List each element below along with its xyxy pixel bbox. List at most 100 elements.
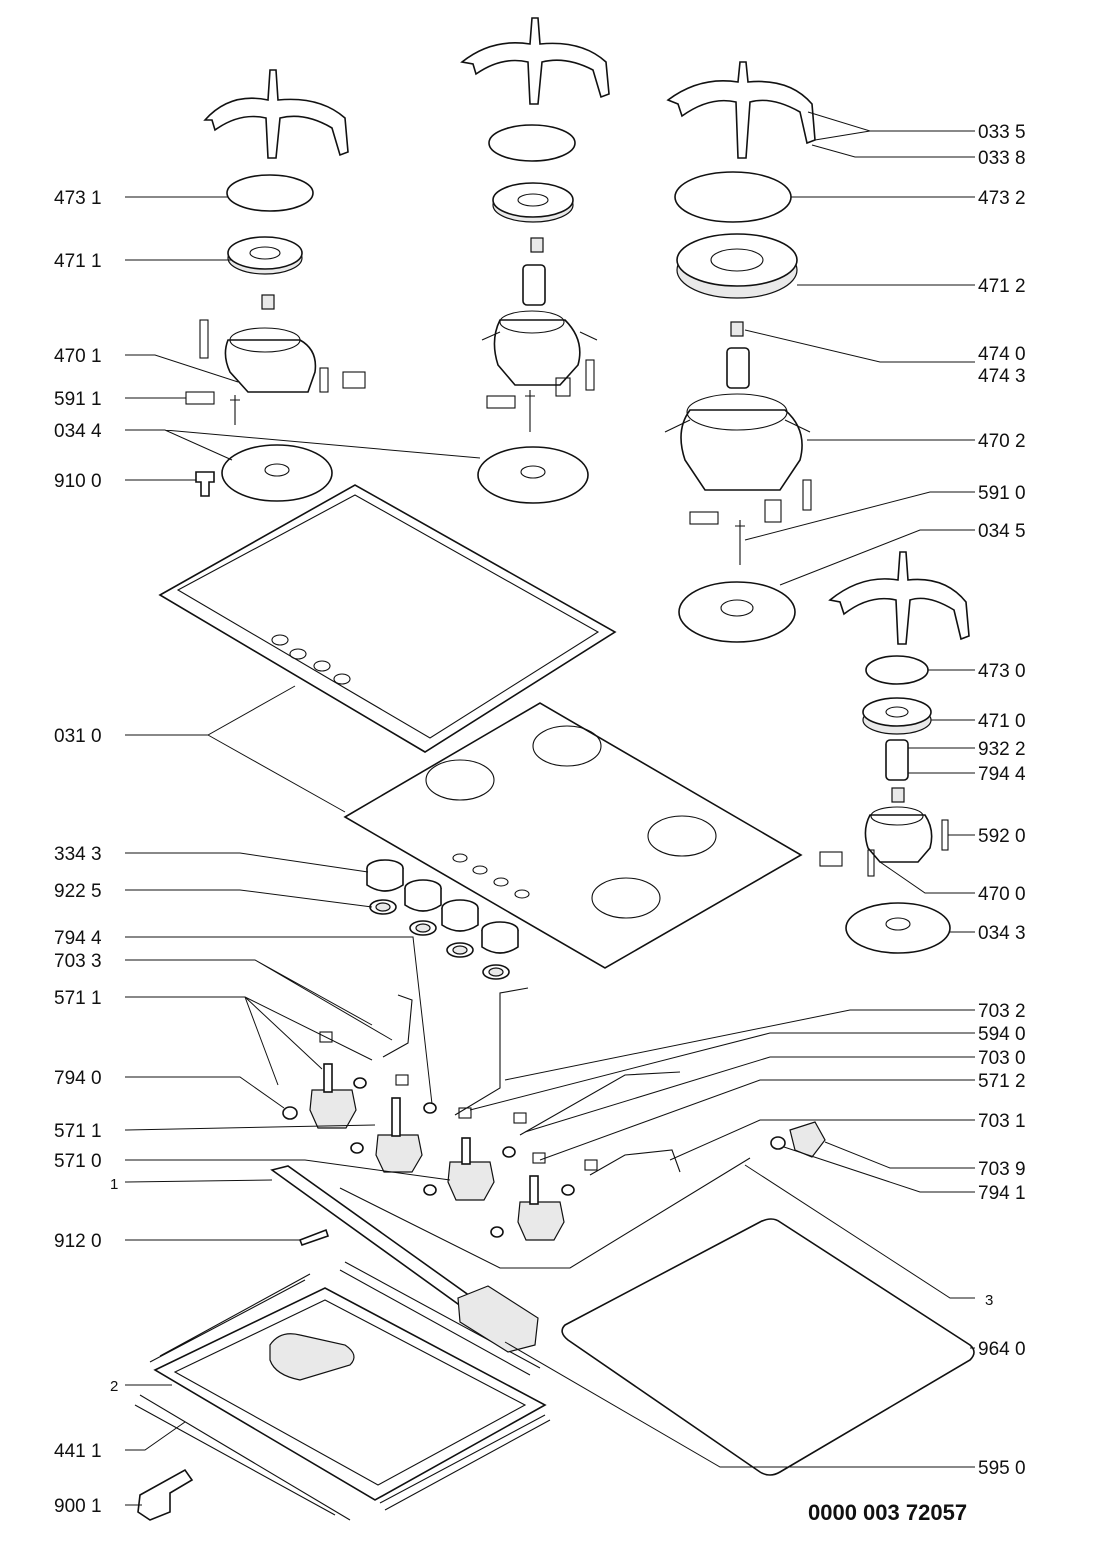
- burner-body-small: [819, 806, 949, 877]
- pan-support-right: [666, 61, 816, 159]
- label-471-0: 471 0: [978, 711, 1026, 732]
- burner-crown-left: [227, 236, 303, 275]
- pan-support-small: [828, 551, 970, 645]
- gas-tube-703-2: [454, 987, 529, 1116]
- label-571-0: 571 0: [54, 1151, 102, 1172]
- label-033-8: 033 8: [978, 148, 1026, 169]
- hob-tray: [134, 1261, 551, 1521]
- label-441-1: 441 1: [54, 1441, 102, 1462]
- label-922-5: 922 5: [54, 881, 102, 902]
- label-034-4: 034 4: [54, 421, 102, 442]
- bottom-plate-left: [221, 444, 333, 502]
- label-571-1-a: 571 1: [54, 988, 102, 1009]
- thermocouple-right: [735, 520, 745, 565]
- label-703-9: 703 9: [978, 1159, 1026, 1180]
- label-594-0: 594 0: [978, 1024, 1026, 1045]
- label-591-1: 591 1: [54, 389, 102, 410]
- label-703-2: 703 2: [978, 1001, 1026, 1022]
- label-964-0: 964 0: [978, 1339, 1026, 1360]
- part-labels-right: 033 5 033 8 473 2 471 2 474 0 474 3 470 …: [978, 122, 1026, 1479]
- gas-taps: [309, 1063, 565, 1241]
- parts-artwork: [134, 17, 975, 1521]
- burner-body-center: [481, 310, 598, 397]
- bracket-1: [270, 1165, 472, 1305]
- venturi-small: [885, 739, 909, 781]
- label-3: 3: [985, 1292, 993, 1309]
- venturi-center: [522, 264, 546, 306]
- burner-body-right: [664, 393, 812, 523]
- label-334-3: 334 3: [54, 844, 102, 865]
- injector-small: [891, 787, 905, 803]
- label-703-3: 703 3: [54, 951, 102, 972]
- label-912-0: 912 0: [54, 1231, 102, 1252]
- clip-left: [185, 391, 215, 405]
- burner-body-left: [199, 319, 366, 393]
- screw-912: [298, 1228, 330, 1247]
- drawing-reference-number: 0000 003 72057: [808, 1500, 967, 1525]
- ignition-module: [457, 1285, 539, 1353]
- bottom-plate-center: [477, 446, 589, 504]
- knob-rings: [369, 899, 510, 980]
- label-473-1: 473 1: [54, 188, 102, 209]
- clip-right: [689, 511, 719, 525]
- burner-crown-small: [862, 697, 932, 735]
- label-703-0: 703 0: [978, 1048, 1026, 1069]
- label-473-2: 473 2: [978, 188, 1026, 209]
- gas-tube-703-0: [519, 1071, 681, 1136]
- label-1: 1: [110, 1176, 118, 1193]
- label-592-0: 592 0: [978, 826, 1026, 847]
- label-473-0: 473 0: [978, 661, 1026, 682]
- bottom-plate-right: [678, 581, 796, 643]
- label-910-0: 910 0: [54, 471, 102, 492]
- label-703-1: 703 1: [978, 1111, 1026, 1132]
- label-471-1: 471 1: [54, 251, 102, 272]
- label-571-1-b: 571 1: [54, 1121, 102, 1142]
- burner-crown-center: [492, 182, 574, 223]
- label-932-2: 932 2: [978, 739, 1026, 760]
- label-571-2: 571 2: [978, 1071, 1026, 1092]
- label-591-0: 591 0: [978, 483, 1026, 504]
- label-794-0: 794 0: [54, 1068, 102, 1089]
- burner-cap-right: [674, 171, 792, 223]
- label-033-5: 033 5: [978, 122, 1026, 143]
- gas-supply-pipe: [339, 1157, 751, 1269]
- glass-top-frame: [158, 484, 617, 753]
- burner-cap-center: [488, 124, 576, 162]
- bottom-plate-small: [845, 902, 951, 954]
- injector-center: [530, 237, 544, 253]
- glass-top-plate: [343, 702, 803, 969]
- knobs: [366, 859, 519, 954]
- burner-cap-small: [865, 655, 929, 685]
- burner-crown-right: [676, 233, 798, 299]
- injector-left: [261, 294, 275, 310]
- gasket: [561, 1218, 975, 1476]
- label-034-5: 034 5: [978, 521, 1026, 542]
- label-031-0: 031 0: [54, 726, 102, 747]
- washers: [282, 1077, 786, 1238]
- leader-lines: [124, 111, 975, 1506]
- gas-tube-703-3: [382, 994, 413, 1058]
- pan-support-left: [203, 69, 349, 159]
- venturi-right: [726, 347, 750, 389]
- label-794-4-left: 794 4: [54, 928, 102, 949]
- gas-tube-703-1: [589, 1149, 681, 1176]
- label-034-3: 034 3: [978, 923, 1026, 944]
- burner-cap-left: [226, 174, 314, 212]
- label-900-1: 900 1: [54, 1496, 102, 1517]
- injector-right: [730, 321, 744, 337]
- thermocouple-left: [230, 395, 240, 425]
- label-474-3: 474 3: [978, 366, 1026, 387]
- clip-center: [486, 395, 516, 409]
- label-471-2: 471 2: [978, 276, 1026, 297]
- pan-support-center: [460, 17, 610, 105]
- part-labels-left: 473 1 471 1 470 1 591 1 034 4 910 0 031 …: [54, 188, 118, 1517]
- label-595-0: 595 0: [978, 1458, 1026, 1479]
- label-470-1: 470 1: [54, 346, 102, 367]
- screw-910: [195, 471, 215, 497]
- label-2: 2: [110, 1378, 118, 1395]
- label-470-2: 470 2: [978, 431, 1026, 452]
- label-794-1: 794 1: [978, 1183, 1026, 1204]
- fixing-clamp: [137, 1468, 194, 1521]
- label-474-0: 474 0: [978, 344, 1026, 365]
